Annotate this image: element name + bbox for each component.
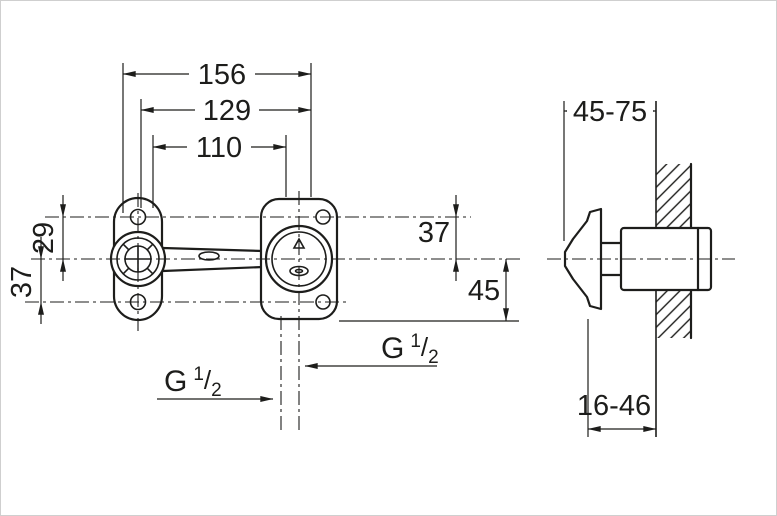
dimension-mid-width: 129 bbox=[140, 95, 312, 127]
dimension-left-upper: 29 bbox=[28, 195, 66, 281]
dimension-overall-width: 156 bbox=[122, 59, 312, 91]
dim-label-mid-width: 129 bbox=[203, 95, 251, 127]
dimension-left-lower: 37 bbox=[6, 237, 44, 324]
dim-label-inner-width: 110 bbox=[196, 132, 242, 164]
dim-label-overall-width: 156 bbox=[198, 59, 246, 91]
front-view: 156 129 110 29 37 bbox=[6, 59, 521, 431]
dimension-depth-wall: 45-75 bbox=[563, 96, 657, 241]
dimension-depth-body: 16-46 bbox=[577, 319, 657, 437]
dim-label-depth-body: 16-46 bbox=[577, 390, 651, 422]
centerlines bbox=[25, 191, 521, 431]
arm-slot bbox=[198, 251, 220, 261]
dim-label-left-lower: 37 bbox=[6, 266, 38, 298]
dim-label-depth-wall: 45-75 bbox=[573, 96, 647, 128]
dimension-inner-width: 110 bbox=[152, 132, 287, 164]
side-view: 45-75 16-46 bbox=[547, 96, 735, 437]
dimension-right-upper: 37 bbox=[418, 195, 459, 281]
dim-label-right-upper: 37 bbox=[418, 217, 450, 249]
dimension-right-lower: 45 bbox=[468, 258, 509, 322]
dim-label-left-upper: 29 bbox=[28, 222, 60, 254]
dim-label-right-lower: 45 bbox=[468, 275, 500, 307]
